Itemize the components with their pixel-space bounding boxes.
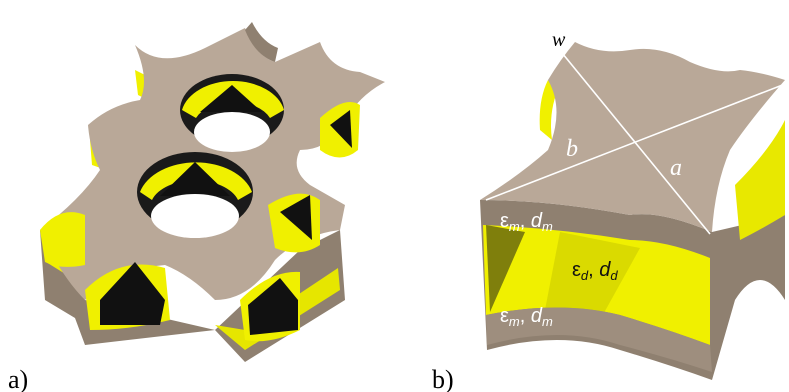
- cell-side-right: [712, 215, 785, 380]
- cell-top-surface: [480, 42, 785, 232]
- layer-label-top-metal: εm, dm: [500, 210, 553, 234]
- panel-b-label: b): [432, 365, 454, 392]
- hole-2: [137, 152, 253, 238]
- hole-edge-right: [268, 193, 320, 253]
- hole-edge-top: [245, 22, 278, 62]
- dimension-line-b: [485, 83, 786, 201]
- dimension-label-w: w: [552, 29, 566, 51]
- dielectric-shadow: [486, 225, 525, 312]
- dielectric-shade-right: [545, 232, 640, 320]
- hole-edge-front-left: [85, 262, 170, 330]
- unit-cell-diagram: [480, 42, 786, 380]
- dimension-label-a: a: [670, 155, 682, 181]
- layer-label-bottom-metal: εm, dm: [500, 305, 553, 329]
- panel-a-label: a): [8, 365, 28, 392]
- bottom-metal-band: [486, 307, 712, 372]
- layer-label-dielectric: εd, dd: [572, 259, 618, 283]
- hole-edge-left: [40, 212, 85, 267]
- hole-edge-front-right: [240, 271, 300, 342]
- dimension-line-a: [557, 47, 711, 235]
- hole-1: [180, 74, 284, 152]
- dimension-label-b: b: [566, 136, 578, 162]
- hole-edge-right-top: [320, 101, 360, 158]
- perforated-plate-diagram: [40, 22, 385, 362]
- dielectric-right: [735, 120, 785, 240]
